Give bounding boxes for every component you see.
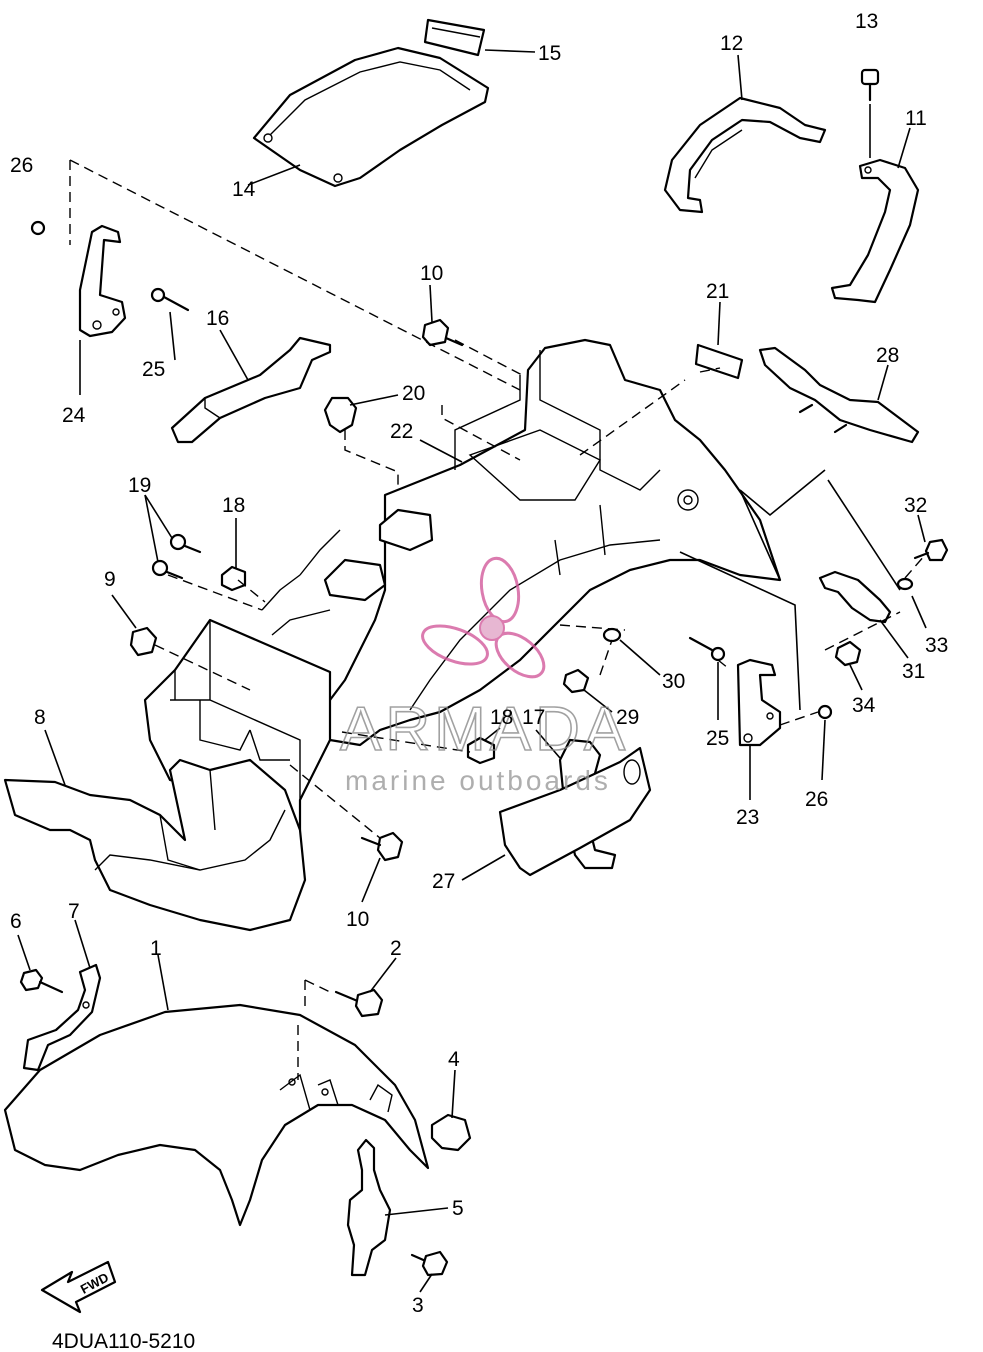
callout-5: 5 (452, 1197, 464, 1220)
part-29-nut (562, 668, 590, 694)
callout-1: 1 (150, 937, 162, 960)
callout-18b: 18 (490, 706, 513, 729)
part-4-grommet (430, 1113, 472, 1152)
part-34-nut (834, 640, 862, 667)
part-26-nut-right (817, 704, 833, 720)
callout-19: 19 (128, 474, 151, 497)
part-11-grab-bar (830, 158, 920, 304)
part-14-cover (252, 46, 490, 188)
callout-31: 31 (902, 660, 925, 683)
callout-17: 17 (522, 706, 545, 729)
callout-33: 33 (925, 634, 948, 657)
part-10-bolt-lower (360, 831, 404, 862)
part-25-screw-right (688, 636, 726, 662)
part-12-grab-bar (663, 96, 827, 214)
leader-lines (17, 49, 927, 1293)
callout-12: 12 (720, 32, 743, 55)
propeller-logo-icon (421, 556, 546, 679)
drawing-code: 4DUA110-5210 (52, 1330, 195, 1352)
callout-2: 2 (390, 937, 402, 960)
part-33-washer (896, 577, 914, 591)
callout-11: 11 (905, 107, 927, 130)
callout-25b: 25 (706, 727, 729, 750)
part-1-front-fender (3, 1003, 430, 1227)
part-9-nut (129, 626, 158, 657)
part-23-bracket (736, 658, 782, 747)
callout-34: 34 (852, 694, 876, 717)
callout-28: 28 (876, 344, 899, 367)
callout-23: 23 (736, 806, 759, 829)
part-26-nut (30, 220, 46, 236)
part-28-bracket (758, 346, 920, 444)
part-15-plate (423, 18, 486, 57)
callout-13: 13 (855, 10, 878, 33)
callout-27: 27 (432, 870, 455, 893)
callout-25: 25 (142, 358, 165, 381)
watermark: ARMADA marine outboards (339, 556, 629, 796)
callout-21: 21 (706, 280, 729, 303)
callout-18: 18 (222, 494, 245, 517)
callout-10b: 10 (346, 908, 369, 931)
watermark-brand: ARMADA (340, 695, 629, 764)
part-31-bracket (818, 570, 892, 624)
callout-20: 20 (402, 382, 425, 405)
part-25-screw (150, 287, 190, 312)
callout-8: 8 (34, 706, 46, 729)
callout-16: 16 (206, 307, 229, 330)
callout-14: 14 (232, 178, 256, 201)
callout-3: 3 (412, 1294, 424, 1317)
callout-7: 7 (68, 900, 80, 923)
watermark-tagline: marine outboards (345, 765, 611, 796)
fwd-arrow-icon: FWD (40, 1260, 117, 1314)
part-6-bolt (19, 968, 64, 994)
part-30-washer (602, 627, 622, 643)
part-5-bracket (346, 1138, 392, 1277)
callout-30: 30 (662, 670, 685, 693)
part-3-bolt (410, 1250, 449, 1277)
callout-labels: 15 12 13 11 14 26 10 21 16 28 25 24 20 2… (10, 10, 948, 1317)
part-13-bolt (860, 68, 880, 158)
part-32-bolt (913, 538, 949, 562)
part-18-clip-center (466, 736, 496, 765)
part-16-bracket (170, 336, 332, 444)
callout-6: 6 (10, 910, 22, 933)
part-21-pad (694, 343, 744, 380)
part-10-bolt (421, 318, 464, 347)
callout-9: 9 (104, 568, 116, 591)
callout-10: 10 (420, 262, 443, 285)
callout-22: 22 (390, 420, 413, 443)
part-27-tool-bag (498, 746, 652, 877)
part-20-clip (323, 396, 358, 434)
callout-32: 32 (904, 494, 927, 517)
callout-29: 29 (616, 706, 639, 729)
part-19-screws (151, 533, 202, 580)
part-2-bolt (334, 988, 384, 1018)
part-8-inner-fender (3, 758, 307, 932)
part-22-rear-fender (261, 338, 782, 747)
assembly-dashed-lines (69, 159, 926, 1080)
part-18-clip (220, 565, 247, 592)
callout-24: 24 (62, 404, 86, 427)
callout-26: 26 (10, 154, 33, 177)
callout-4: 4 (448, 1048, 460, 1071)
part-7-bracket (22, 963, 102, 1072)
callout-15: 15 (538, 42, 561, 65)
part-24-bracket (78, 224, 127, 338)
callout-26b: 26 (805, 788, 828, 811)
